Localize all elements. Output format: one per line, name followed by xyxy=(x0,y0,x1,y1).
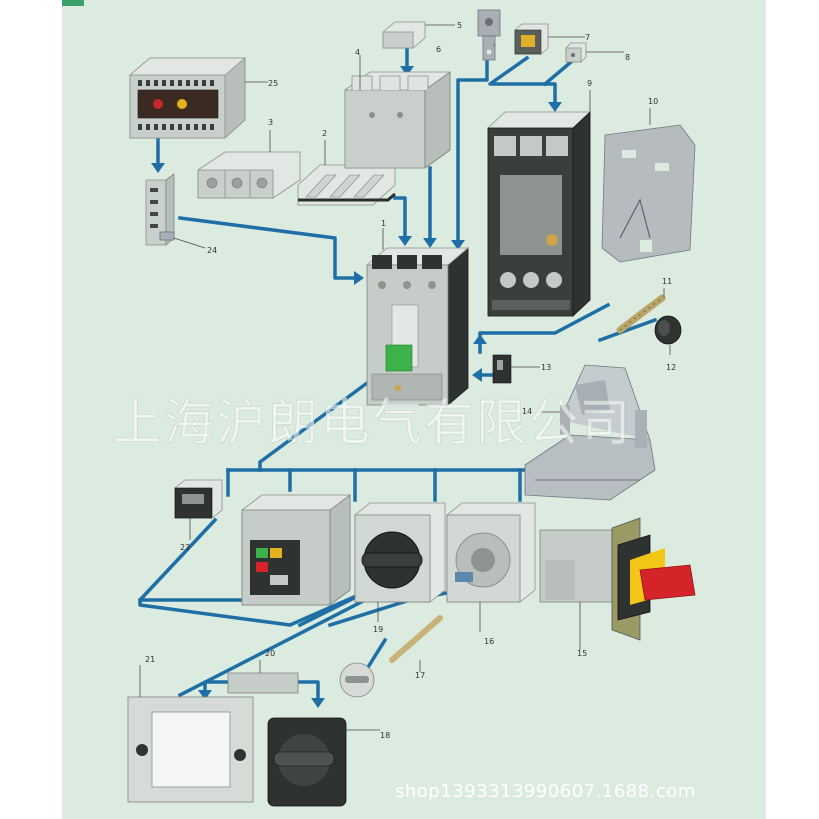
label-10: 10 xyxy=(648,97,658,106)
label-6: 6 xyxy=(436,45,441,54)
part-16-rotary-handle xyxy=(446,502,536,603)
part-20-label-plate xyxy=(227,672,299,694)
label-7: 7 xyxy=(585,33,590,42)
part-19-rotary-handle xyxy=(354,502,446,603)
connector-lines xyxy=(138,48,658,708)
part-13-auxiliary-switch xyxy=(492,354,512,384)
part-14-mounting-frame xyxy=(524,364,656,501)
label-2: 2 xyxy=(322,129,327,138)
label-23: 23 xyxy=(180,543,190,552)
label-12: 12 xyxy=(666,363,676,372)
label-20: 20 xyxy=(265,649,275,658)
part-6-connector-lug xyxy=(477,9,501,61)
shop-url: shop1393313990607.1688.com xyxy=(395,781,696,802)
part-23-indicator-module xyxy=(174,479,223,519)
leader-lines xyxy=(139,24,671,731)
corner-tab xyxy=(62,0,84,6)
part-10-mounting-plate xyxy=(601,124,696,263)
part-17-extension-shaft xyxy=(389,615,443,663)
label-24: 24 xyxy=(207,246,217,255)
label-21: 21 xyxy=(145,655,155,664)
part-24-auxiliary-contact xyxy=(145,173,175,246)
label-8: 8 xyxy=(625,53,630,62)
label-25: 25 xyxy=(268,79,278,88)
label-14: 14 xyxy=(522,407,532,416)
part-2-phase-barriers xyxy=(297,164,396,206)
part-labels: 5 6 7 8 4 25 3 2 9 10 1 24 11 13 12 14 2… xyxy=(145,21,676,740)
part-11-extension-shaft xyxy=(616,294,666,334)
part-18-knob xyxy=(339,662,375,698)
label-18: 18 xyxy=(380,731,390,740)
label-17: 17 xyxy=(415,671,425,680)
label-19: 19 xyxy=(373,625,383,634)
part-8-small-terminal xyxy=(565,42,587,63)
label-1: 1 xyxy=(381,219,386,228)
label-3: 3 xyxy=(268,118,273,127)
part-7-terminal xyxy=(514,23,549,55)
part-25-auxiliary-module xyxy=(128,57,247,139)
label-4: 4 xyxy=(355,48,360,57)
label-9: 9 xyxy=(587,79,592,88)
part-15-door-rotary-operator xyxy=(539,517,696,641)
electronic-trip-unit xyxy=(241,494,351,606)
label-11: 11 xyxy=(662,277,672,286)
label-15: 15 xyxy=(577,649,587,658)
watermark-text: 上海沪朗电气有限公司 xyxy=(112,394,632,452)
label-16: 16 xyxy=(484,637,494,646)
part-12-knob-cap xyxy=(654,315,682,345)
part-3-terminal-shields xyxy=(197,151,301,199)
part-9-breaker-base xyxy=(487,111,591,317)
part-5-plug-key xyxy=(382,21,426,49)
part-4-terminal-cover xyxy=(344,71,451,169)
label-5: 5 xyxy=(457,21,462,30)
part-1-main-breaker xyxy=(365,247,470,406)
label-13: 13 xyxy=(541,363,551,372)
part-18-door-handle xyxy=(267,717,347,807)
part-21-door-frame xyxy=(127,696,254,803)
